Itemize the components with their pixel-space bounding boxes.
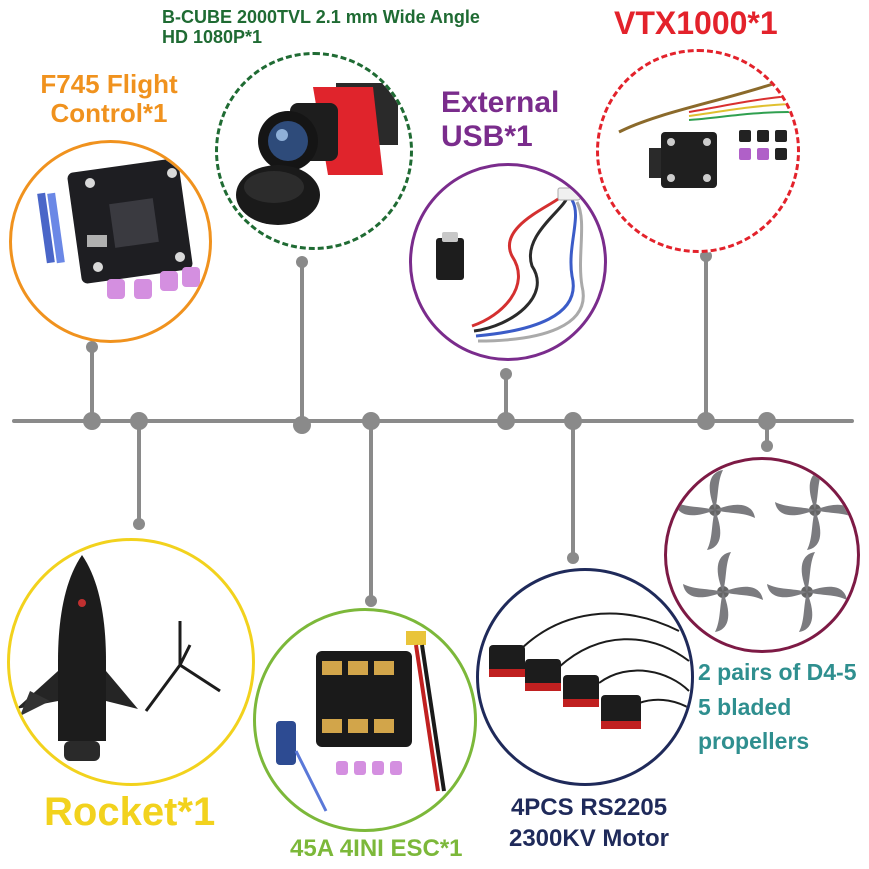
rocket-circle	[7, 538, 255, 786]
dot-motor-end	[567, 552, 579, 564]
camera-label-line2: HD 1080P*1	[162, 27, 263, 48]
node-flight-control	[83, 412, 101, 430]
dot-flight-control-end	[86, 341, 98, 353]
vtx-label: VTX1000*1	[614, 5, 778, 42]
dot-esc-end	[365, 595, 377, 607]
dot-usb-end	[500, 368, 512, 380]
dot-rocket-end	[133, 518, 145, 530]
node-camera	[293, 416, 311, 434]
usb-label-line2: USB*1	[441, 119, 533, 153]
fpv-camera-icon	[236, 83, 398, 225]
video-transmitter-icon	[618, 80, 790, 188]
usb-circle	[409, 163, 607, 361]
flight-controller-board-icon	[37, 158, 200, 299]
propellers-circle	[664, 457, 860, 653]
dot-propellers-end	[761, 440, 773, 452]
propeller-icon	[675, 470, 855, 632]
propellers-label-line2: 5 bladed	[698, 693, 792, 720]
node-usb	[497, 412, 515, 430]
flight-control-label: F745 Flight Control*1	[34, 69, 184, 129]
motor-label-line2: 2300KV Motor	[508, 825, 670, 853]
propellers-label-line3: propellers	[698, 728, 810, 754]
motor-label: 4PCS RS2205 2300KV Motor	[496, 792, 682, 854]
usb-adapter-icon	[436, 187, 585, 343]
flight-control-label-line2: Control*1	[50, 98, 168, 129]
dot-camera-end	[296, 256, 308, 268]
flight-control-label-line1: F745 Flight	[40, 69, 178, 99]
propellers-label-line1: 2 pairs of D4-5	[698, 659, 857, 685]
rocket-label-line1: Rocket*1	[44, 790, 216, 834]
motor-label-line1: 4PCS RS2205	[510, 794, 668, 821]
usb-label-line1: External	[441, 86, 560, 119]
node-esc	[362, 412, 380, 430]
vtx-label-line1: VTX1000*1	[614, 5, 778, 41]
camera-circle	[215, 52, 413, 250]
esc-circle	[253, 608, 477, 832]
camera-label: B-CUBE 2000TVL 2.1 mm Wide Angle HD 1080…	[162, 7, 480, 47]
dot-vtx-end	[700, 250, 712, 262]
esc-label: 45A 4INI ESC*1	[290, 835, 463, 863]
node-propellers	[758, 412, 776, 430]
rocket-icon	[16, 555, 221, 761]
node-vtx	[697, 412, 715, 430]
flight-control-circle	[9, 140, 212, 343]
vtx-circle	[596, 49, 800, 253]
camera-label-line1: B-CUBE 2000TVL 2.1 mm Wide Angle	[162, 7, 480, 27]
usb-label: External USB*1	[441, 86, 559, 153]
motor-circle	[476, 568, 694, 786]
brushless-motor-icon	[489, 612, 691, 729]
esc-label-line1: 45A 4INI ESC*1	[290, 835, 463, 862]
node-motor	[564, 412, 582, 430]
propellers-label: 2 pairs of D4-5 5 bladed propellers	[698, 655, 857, 759]
node-rocket	[130, 412, 148, 430]
esc-board-icon	[276, 631, 446, 812]
rocket-label: Rocket*1	[44, 790, 215, 835]
